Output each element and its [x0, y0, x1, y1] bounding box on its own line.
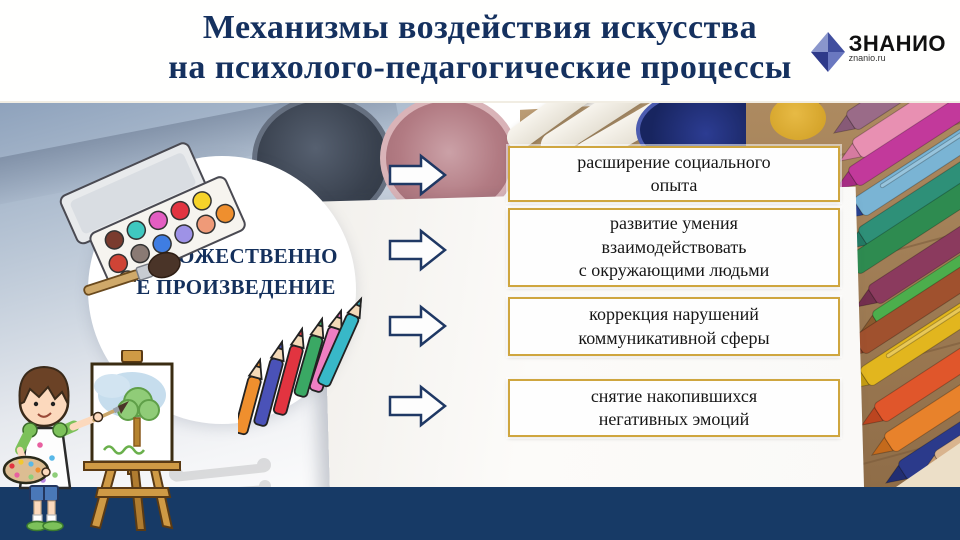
effect-box-text: снятие накопившихся негативных эмоций [590, 385, 758, 429]
block-arrow-right-icon [388, 304, 448, 348]
effect-box-text: коррекция нарушений коммуникативной сфер… [578, 304, 770, 348]
colored-pencils-icon [238, 296, 363, 436]
slide-title: Механизмы воздействия искусства на психо… [0, 8, 960, 88]
paintbrush-icon [83, 251, 181, 296]
logo-text: ЗНАНИО znanio.ru [849, 32, 946, 63]
title-line-2: на психолого-педагогические процессы [168, 49, 792, 86]
source-label-line-2: Е ПРОИЗВЕДЕНИЕ [136, 275, 336, 299]
znanio-logo: ЗНАНИО znanio.ru [810, 32, 946, 72]
block-arrow-right-icon [388, 228, 448, 272]
logo-brand: ЗНАНИО [848, 31, 946, 56]
title-line-1: Механизмы воздействия искусства [202, 9, 758, 46]
effect-box-text: расширение социального опыта [577, 151, 771, 195]
paint-palette-icon [59, 142, 246, 282]
effect-box: развитие умения взаимодействовать с окру… [508, 208, 840, 287]
logo-site: znanio.ru [848, 53, 886, 63]
effect-box: коррекция нарушений коммуникативной сфер… [508, 297, 840, 356]
effect-box-text: развитие умения взаимодействовать с окру… [578, 213, 770, 281]
yellow-paint-jar-photo [770, 96, 826, 140]
effect-box: снятие накопившихся негативных эмоций [508, 379, 840, 437]
child-painting-easel-icon [2, 350, 181, 532]
slide-header: Механизмы воздействия искусства на психо… [0, 0, 960, 103]
block-arrow-right-icon [388, 384, 448, 428]
effect-box: расширение социального опыта [508, 146, 840, 202]
block-arrow-right-icon [388, 153, 448, 197]
diamond-logo-icon [810, 32, 845, 72]
